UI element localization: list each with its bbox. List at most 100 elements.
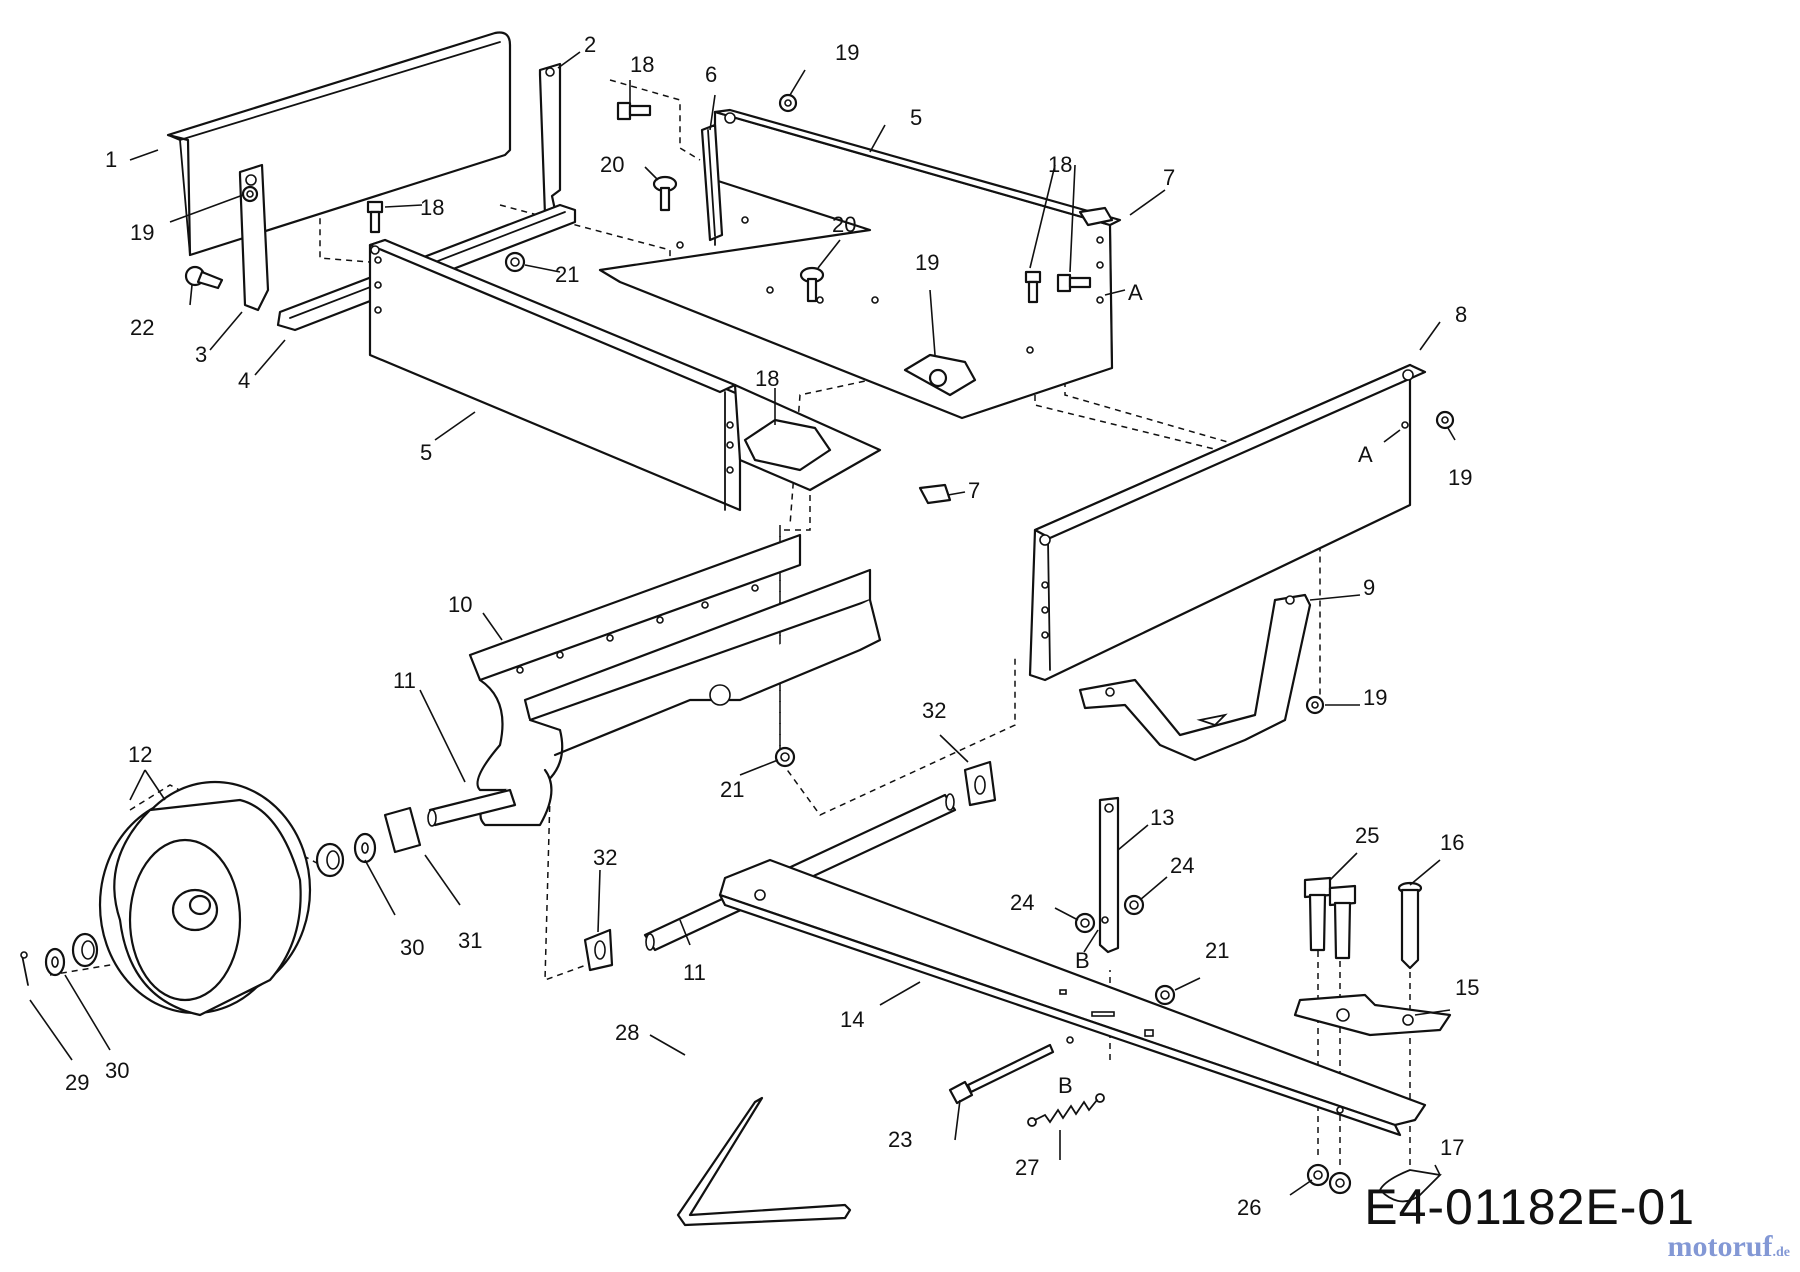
- callout: 32: [922, 698, 946, 723]
- part-7-clip-upper: [1078, 206, 1114, 227]
- callout: 19: [130, 220, 154, 245]
- part-19-nut-a: [241, 185, 259, 203]
- callout: 13: [1150, 805, 1174, 830]
- part-8-side-rail: [1028, 363, 1427, 682]
- callout: 11: [683, 960, 706, 985]
- part-9-mount-bracket: [1078, 593, 1312, 762]
- part-26-nut-right: [1328, 1171, 1352, 1195]
- part-25-bolt-left: [1303, 876, 1332, 952]
- callout: 19: [1363, 685, 1387, 710]
- callout: 5: [420, 440, 432, 465]
- callout: 7: [1163, 165, 1175, 190]
- part-30-washer-right: [353, 832, 377, 864]
- callout: 7: [968, 478, 980, 503]
- leader-lines: [29, 51, 1456, 1196]
- callout: 4: [238, 368, 250, 393]
- part-2-upright-bracket: [538, 62, 562, 217]
- callout: 27: [1015, 1155, 1039, 1180]
- callout: 9: [1363, 575, 1375, 600]
- part-3-upright-bracket: [238, 163, 270, 312]
- watermark-logo: motoruf.de: [1668, 1230, 1790, 1264]
- part-32-flange-bushing-right: [963, 760, 997, 807]
- callout: 16: [1440, 830, 1464, 855]
- part-18-bolt-a: [366, 200, 384, 234]
- callout: 1: [105, 147, 117, 172]
- callout: 21: [555, 262, 579, 287]
- part-21-nut-b: [774, 746, 796, 768]
- callout: 20: [600, 152, 624, 177]
- callout: 18: [1048, 152, 1072, 177]
- callout: A: [1358, 442, 1373, 467]
- callout: 10: [448, 592, 472, 617]
- part-23-long-bolt: [948, 1043, 1055, 1105]
- callout: 2: [584, 32, 596, 57]
- callout: 5: [910, 105, 922, 130]
- callout: 30: [105, 1058, 129, 1083]
- callout: 14: [840, 1007, 864, 1032]
- part-18-bolt-b: [616, 101, 652, 121]
- part-30-bushing-right: [315, 842, 345, 878]
- part-27-spring: [1027, 1093, 1105, 1127]
- callout: 12: [128, 742, 152, 767]
- part-19-nut-c: [903, 353, 977, 397]
- part-18-bolt-d: [1056, 273, 1092, 293]
- callout: 29: [65, 1070, 89, 1095]
- part-14-tow-tongue: [718, 858, 1427, 1137]
- watermark-tld: .de: [1772, 1245, 1791, 1260]
- callout: 6: [705, 62, 717, 87]
- part-21-nut-c: [1154, 984, 1176, 1006]
- callout: 32: [593, 845, 617, 870]
- part-21-nut-a: [504, 251, 526, 273]
- callout: 3: [195, 342, 207, 367]
- part-22-screw: [184, 265, 224, 290]
- callout: A: [1128, 280, 1143, 305]
- part-7-clip-lower: [918, 483, 952, 505]
- part-16-hitch-pin: [1397, 881, 1423, 970]
- drawing-code-label: E4-01182E-01: [1364, 1179, 1695, 1235]
- callout-labels: 1 2 3 4 5 5 6 7 7 8 9 10 11 11 12 13 14 …: [65, 32, 1479, 1220]
- callout: B: [1058, 1073, 1073, 1098]
- callout: 24: [1170, 853, 1194, 878]
- callout: 21: [720, 777, 744, 802]
- callout: 18: [755, 366, 779, 391]
- callout: 19: [835, 40, 859, 65]
- callout: 20: [832, 212, 856, 237]
- watermark-brand: motoruf: [1667, 1230, 1773, 1263]
- part-24-nut-left: [1074, 912, 1096, 934]
- callout: 30: [400, 935, 424, 960]
- part-24-nut-right: [1123, 894, 1145, 916]
- callout: 11: [393, 668, 416, 693]
- part-31-spacer-block: [383, 806, 422, 854]
- part-30-bushing-left: [71, 932, 99, 968]
- callout: 23: [888, 1127, 912, 1152]
- part-15-hitch-plate: [1293, 993, 1452, 1037]
- part-32-flange-bushing-left: [583, 928, 614, 972]
- callout: B: [1075, 948, 1090, 973]
- part-26-nut-left: [1306, 1163, 1330, 1187]
- part-19-nut-e: [1305, 695, 1325, 715]
- part-1-end-panel: [166, 31, 512, 257]
- part-19-nut-b: [778, 93, 798, 113]
- part-12-wheel: [98, 780, 312, 1017]
- callout: 31: [458, 928, 482, 953]
- callout: 18: [420, 195, 444, 220]
- part-20-carriage-bolt-a: [652, 175, 678, 212]
- callout: 21: [1205, 938, 1229, 963]
- part-18-bolt-c: [1024, 270, 1042, 304]
- callout: 15: [1455, 975, 1479, 1000]
- callout: 24: [1010, 890, 1034, 915]
- callout: 18: [630, 52, 654, 77]
- part-20-carriage-bolt-b: [799, 266, 825, 303]
- callout: 8: [1455, 302, 1467, 327]
- part-30-washer-left: [44, 947, 66, 977]
- callout: 22: [130, 315, 154, 340]
- part-11-axle-left: [427, 788, 517, 827]
- callout: 19: [1448, 465, 1472, 490]
- part-25-bolt-right: [1328, 884, 1357, 960]
- part-10-axle-housing: [468, 533, 882, 827]
- callout: 28: [615, 1020, 639, 1045]
- callout: 19: [915, 250, 939, 275]
- callout: 26: [1237, 1195, 1261, 1220]
- part-5-side-wall-upper: [598, 108, 1122, 420]
